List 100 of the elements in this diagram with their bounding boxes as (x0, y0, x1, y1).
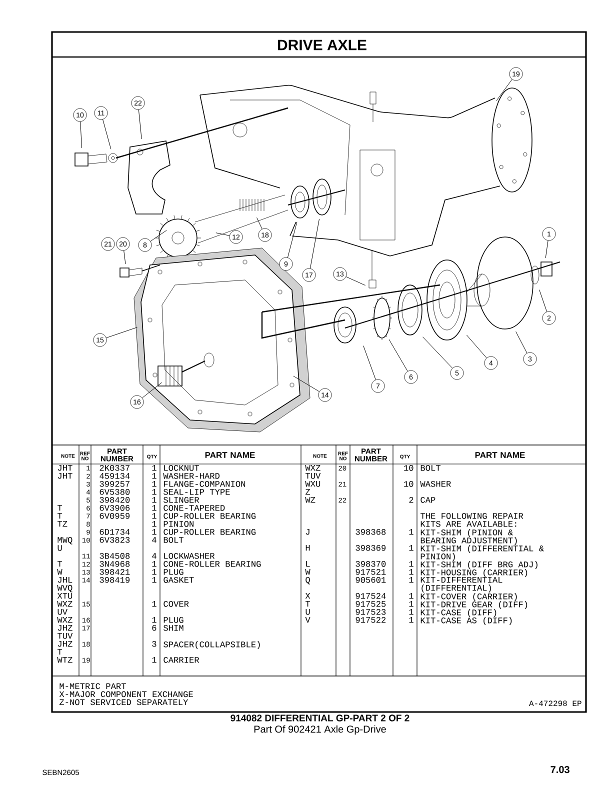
table-cell: KIT-CASE (DIFF) (420, 609, 496, 618)
table-cell: KIT-COVER (CARRIER) (420, 593, 517, 602)
leader-line (287, 222, 298, 258)
table-cell: WASHER (420, 481, 451, 487)
table-cell: 1 (152, 481, 156, 487)
table-cell: 917521 (356, 569, 386, 575)
table-cell: KIT-SHIM (PINION & BEARING ADJUSTMENT) (420, 529, 517, 546)
table-cell: T (58, 513, 62, 519)
table-cell: WZ (305, 497, 316, 503)
table-cell: 1 (409, 617, 414, 623)
table-cell: 1 (152, 497, 156, 503)
table-cell: KIT-SHIM (DIFFERENTIAL & PINION) (420, 545, 544, 562)
leader-line (545, 240, 548, 258)
table-cell: 1 (152, 657, 156, 663)
column-header: PART NAME (475, 452, 525, 458)
table-cell: CARRIER (164, 657, 200, 663)
leader-line (256, 217, 262, 230)
table-cell: COVER (164, 601, 189, 607)
table-cell: 399257 (100, 481, 130, 487)
table-cell: SPACER(COLLAPSIBLE) (164, 641, 260, 650)
table-cell: 1 (152, 569, 156, 575)
table-cell: PLUG (164, 617, 184, 623)
table-cell: 905601 (356, 577, 386, 583)
table-cell: 3N4968 (100, 561, 130, 567)
table-cell: 1 (152, 489, 156, 495)
table-cell: J (306, 529, 310, 535)
leader-line (310, 218, 320, 269)
leader-line (124, 250, 126, 264)
table-cell: 6D1734 (100, 529, 130, 535)
table-cell: 917525 (356, 601, 386, 607)
table-cell: 10 (404, 481, 414, 487)
leader-line (293, 376, 320, 392)
table-cell: WXZ TUV (305, 465, 321, 479)
footnote: Z-NOT SERVICED SEPARATELY (60, 699, 188, 706)
table-cell: 1 (152, 577, 156, 583)
table-cell: 6V3906 (100, 505, 130, 511)
table-cell: JHZ T (58, 641, 72, 655)
table-cell: LOCKWASHER (164, 553, 215, 559)
footnote: M-METRIC PART (60, 683, 126, 690)
table-cell: FLANGE-COMPANION (164, 481, 246, 487)
table-cell: PINION (164, 521, 194, 527)
table-cell: LOCKNUT (164, 465, 199, 471)
table-cell: 1 (152, 601, 156, 607)
table-cell: 1 (152, 513, 156, 519)
table-cell: KIT-DIFFERENTIAL (DIFFERENTIAL) (420, 577, 502, 592)
table-cell: KIT-CASE AS (DIFF) (420, 617, 512, 626)
table-cell: 2K0337 (100, 465, 130, 471)
table-cell: 1 (409, 601, 414, 607)
leader-line (106, 327, 138, 338)
table-cell: CUP-ROLLER BEARING (164, 529, 256, 535)
table-cell: 6V0959 (100, 513, 130, 519)
leader-line (138, 109, 142, 140)
table-cell: 6V5380 (100, 489, 130, 495)
table-cell: 1 (409, 593, 414, 599)
leader-line (150, 230, 167, 242)
table-cell: WTZ (57, 657, 72, 663)
table-cell: WXZ (57, 617, 72, 623)
drawing-number: A-472298 EP (529, 700, 582, 706)
table-cell: KIT-SHIM (DIFF BRG ADJ) (420, 561, 538, 570)
table-cell: 1 (409, 545, 414, 551)
table-cell: 398420 (100, 497, 130, 503)
table-cell: 10 (404, 465, 414, 471)
table-cell: CONE-ROLLER BEARING (164, 561, 261, 567)
table-cell: JHZ TUV (58, 625, 73, 639)
table-cell: 4 (152, 553, 156, 559)
title: DRIVE AXLE (278, 40, 366, 50)
table-cell: KIT-DRIVE GEAR (DIFF) (420, 601, 528, 610)
table-cell: 917523 (356, 609, 386, 615)
table-cell: 1 (152, 521, 156, 527)
table-cell: 398368 (356, 529, 386, 535)
table-cell: 459134 (100, 473, 130, 479)
table-cell: 3 (152, 641, 156, 647)
table-cell: L (306, 561, 310, 567)
caption: 914082 DIFFERENTIAL GP-PART 2 OF 2 (230, 714, 410, 722)
leader-line (422, 336, 453, 368)
table-cell: 1 (152, 465, 156, 471)
table-cell: BOLT (164, 537, 184, 543)
table-cell: JHL WVQ XTU (57, 577, 72, 599)
table-cell: GASKET (164, 577, 194, 583)
table-cell: 1 (152, 529, 156, 535)
leader-line (539, 290, 548, 312)
table-cell: 917524 (356, 593, 386, 599)
table-cell: BOLT (420, 465, 440, 471)
table-cell: SEAL-LIP TYPE (164, 489, 230, 495)
page-number: 7.03 (550, 766, 570, 774)
table-cell: 4 (152, 537, 156, 543)
table-cell: 6 (152, 625, 156, 631)
table-cell: T (58, 561, 62, 567)
table-cell: T (58, 505, 62, 511)
table-cell: 1 (152, 561, 156, 567)
table-cell: X (305, 593, 310, 599)
leader-line (516, 331, 528, 354)
table-cell: 1 (409, 569, 414, 575)
table-cell: 398369 (356, 545, 386, 551)
table-cell: TZ (58, 521, 68, 527)
table-cell: 3B4508 (100, 553, 130, 559)
table-cell: 1 (409, 561, 414, 567)
table-cell: 917522 (356, 617, 386, 623)
table-cell: CONE-TAPERED (164, 505, 225, 511)
table-cell: W (305, 569, 310, 575)
